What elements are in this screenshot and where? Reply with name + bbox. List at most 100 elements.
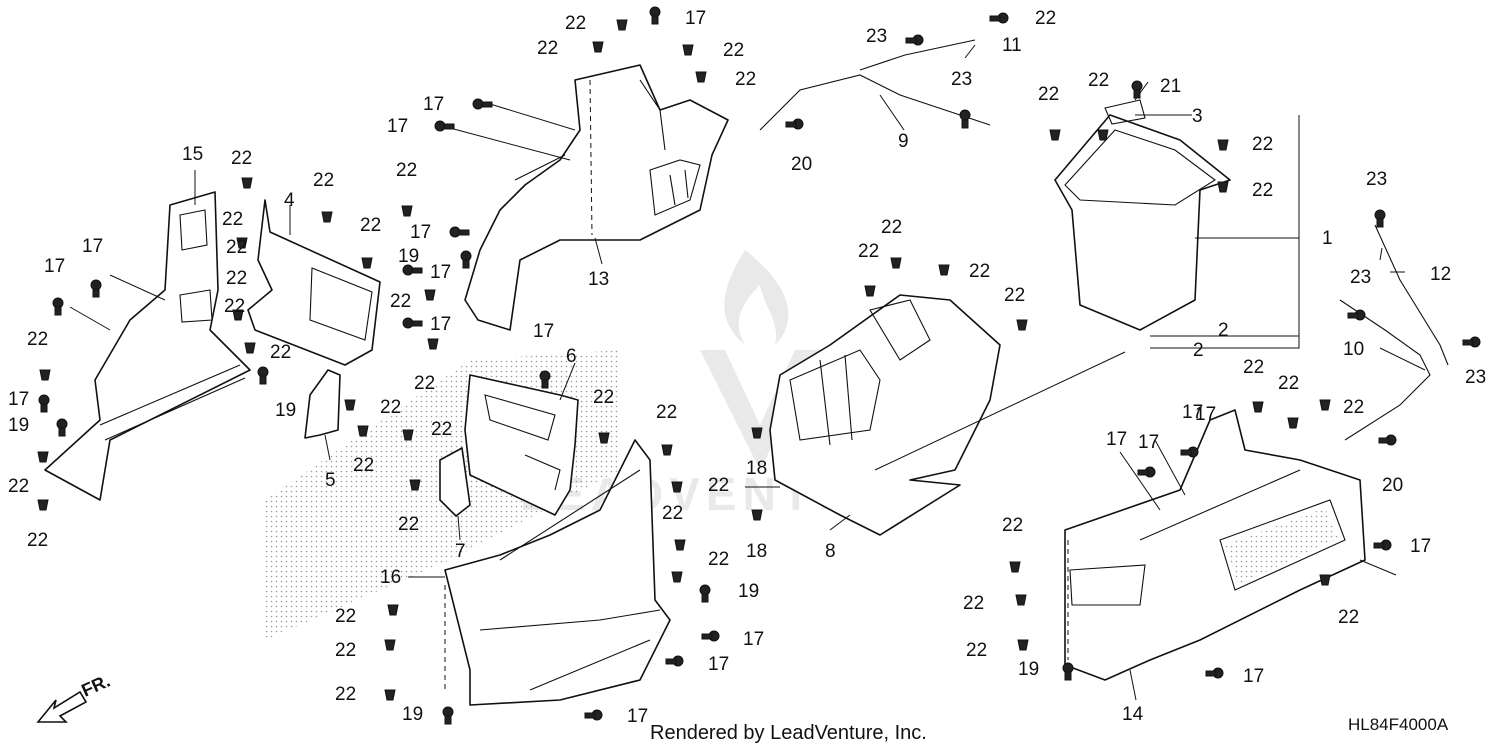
bolt-icon (989, 12, 1009, 24)
clip-icon (357, 425, 369, 437)
callout-23: 22 (1035, 8, 1056, 29)
clip-icon (751, 427, 763, 439)
part-5-bracket (304, 369, 341, 439)
clip-icon (1252, 401, 1264, 413)
callout-10: 10 (1343, 339, 1364, 360)
bolt-icon (460, 250, 472, 269)
callout-22: 22 (966, 640, 987, 661)
clip-icon (682, 44, 694, 56)
callout-22: 22 (8, 476, 29, 497)
bolt-icon (1373, 539, 1392, 551)
part-8-floor-panel (769, 294, 1001, 536)
part-15-side-panel (44, 191, 251, 501)
callout-17: 17 (685, 8, 706, 29)
callout-22: 22 (1278, 373, 1299, 394)
bolt-icon (56, 418, 68, 437)
callout-22: 22 (27, 530, 48, 551)
bolt-icon (1462, 336, 1481, 348)
callout-17: 17 (387, 116, 408, 137)
bolt-icon (959, 109, 971, 129)
part-6-center-panel (464, 374, 579, 516)
callout-22: 22 (1243, 357, 1264, 378)
callout-17: 17 (430, 314, 451, 335)
callout-2: 2 (1218, 320, 1229, 341)
callout-23: 23 (1465, 367, 1486, 388)
callout-22: 22 (656, 402, 677, 423)
clip-icon (938, 264, 950, 276)
callout-22: 22 (735, 69, 756, 90)
callout-23: 23 (1350, 267, 1371, 288)
callout-22: 22 (414, 373, 435, 394)
bolt-icon (402, 317, 423, 329)
callout-22: 22 (27, 329, 48, 350)
callout-7: 7 (455, 541, 466, 562)
callout-22: 22 (1038, 84, 1059, 105)
clip-icon (1287, 417, 1299, 429)
callout-3: 3 (1192, 106, 1203, 127)
bolt-icon (1131, 80, 1143, 99)
callout-22: 22 (723, 40, 744, 61)
callout-22: 22 (224, 296, 245, 317)
callout-2: 2 (1193, 340, 1204, 361)
clip-icon (1319, 399, 1331, 411)
callout-22: 22 (226, 237, 247, 258)
bolt-icon (442, 706, 454, 725)
bolt-icon (905, 34, 924, 46)
front-arrow-icon: FR. (36, 671, 113, 723)
clip-icon (236, 237, 248, 249)
clip-icon (409, 479, 421, 491)
footer-credit: Rendered by LeadVenture, Inc. (650, 722, 927, 744)
bolt-icon (449, 226, 470, 238)
clip-icon (674, 539, 686, 551)
callout-15: 15 (182, 144, 203, 165)
clip-icon (1049, 129, 1061, 141)
clip-icon (344, 399, 356, 411)
callout-17: 17 (743, 629, 764, 650)
callout-17: 17 (627, 706, 648, 727)
bolt-icon (1137, 466, 1156, 478)
bolt-icon (1347, 309, 1366, 321)
callout-22: 22 (396, 160, 417, 181)
bolt-icon (1374, 209, 1386, 228)
callout-22: 22 (963, 593, 984, 614)
callout-1: 1 (1322, 228, 1333, 249)
clip-icon (401, 205, 413, 217)
callout-12: 12 (1430, 264, 1451, 285)
callout-22: 22 (881, 217, 902, 238)
bolt-icon (701, 630, 720, 642)
fasteners (37, 6, 1481, 725)
leader-lines (69, 44, 1426, 701)
front-label: FR. (78, 671, 113, 701)
part-16-lower-panel (444, 439, 671, 706)
callout-17: 17 (1182, 402, 1203, 423)
clip-icon (402, 429, 414, 441)
callout-19: 19 (402, 704, 423, 725)
callout-22: 22 (662, 503, 683, 524)
part-4-inner-panel (247, 199, 381, 366)
clip-icon (384, 689, 396, 701)
callout-17: 17 (1106, 429, 1127, 450)
callout-6: 6 (566, 346, 577, 367)
callout-22: 22 (1004, 285, 1025, 306)
clip-icon (37, 451, 49, 463)
callout-20: 20 (1382, 475, 1403, 496)
callout-18: 18 (746, 458, 767, 479)
clip-icon (1097, 129, 1109, 141)
callout-9: 9 (898, 131, 909, 152)
bolt-icon (699, 584, 711, 603)
callout-19: 19 (398, 246, 419, 267)
bolt-icon (539, 370, 551, 389)
callout-22: 22 (335, 640, 356, 661)
part-7-small-bracket (439, 447, 471, 517)
callout-11: 11 (1002, 35, 1022, 56)
clip-icon (671, 571, 683, 583)
callout-17: 17 (410, 222, 431, 243)
bolt-icon (1180, 446, 1199, 458)
clip-icon (321, 211, 333, 223)
callout-22: 22 (537, 38, 558, 59)
callout-17: 17 (423, 94, 444, 115)
callout-22: 22 (1088, 70, 1109, 91)
callout-19: 19 (275, 400, 296, 421)
callout-17: 17 (1243, 666, 1264, 687)
